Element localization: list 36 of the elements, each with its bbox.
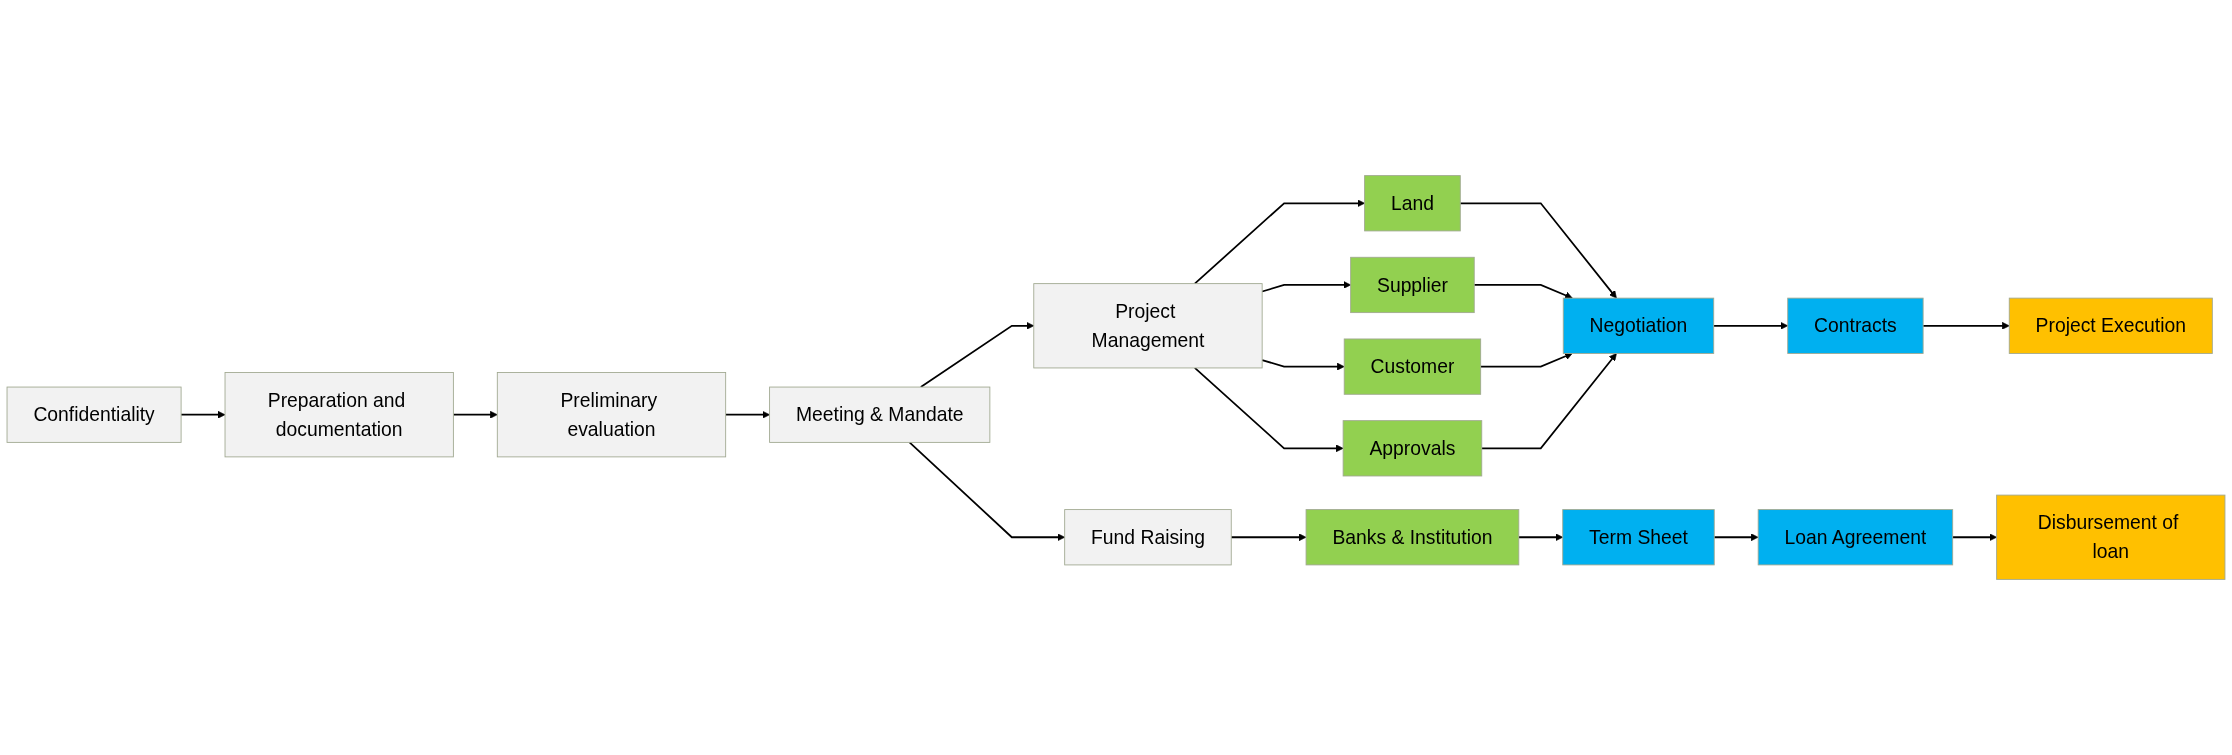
- node-box: Approvals: [1342, 420, 1483, 477]
- node-box: Land: [1364, 175, 1461, 232]
- arrow: [180, 410, 226, 419]
- arrow: [1459, 202, 1617, 299]
- node-box: Banks & Institution: [1305, 509, 1520, 566]
- arrow: [1922, 321, 2010, 330]
- node-box: Fund Raising: [1064, 509, 1232, 566]
- arrow: [1479, 352, 1573, 368]
- arrow: [1951, 533, 1997, 542]
- arrow: [452, 410, 498, 419]
- arrow: [908, 441, 1066, 542]
- node-box: Disbursement of loan: [1996, 494, 2226, 580]
- arrow: [724, 410, 770, 419]
- arrow: [1480, 353, 1617, 450]
- node-box: Preparation and documentation: [224, 372, 454, 458]
- node-box: Term Sheet: [1562, 509, 1715, 566]
- arrow: [1713, 533, 1759, 542]
- node-box: Loan Agreement: [1757, 509, 1954, 566]
- arrow: [919, 321, 1035, 388]
- arrow: [1193, 199, 1365, 285]
- node-box: Contracts: [1787, 297, 1924, 354]
- arrow: [1230, 533, 1307, 542]
- node-box: Supplier: [1350, 256, 1475, 314]
- arrow: [1517, 533, 1564, 542]
- arrow: [1261, 359, 1345, 371]
- arrow: [1193, 367, 1344, 453]
- node-box: Meeting & Mandate: [769, 386, 991, 443]
- arrow: [1712, 321, 1789, 330]
- node-box: Negotiation: [1562, 297, 1715, 354]
- node-box: Project Management: [1033, 283, 1263, 369]
- node-box: Project Execution: [2008, 297, 2213, 354]
- node-box: Preliminary evaluation: [496, 372, 727, 458]
- node-box: Customer: [1343, 338, 1482, 395]
- node-box: Confidentiality: [6, 386, 182, 443]
- arrow: [1473, 284, 1573, 299]
- arrow: [1261, 281, 1351, 293]
